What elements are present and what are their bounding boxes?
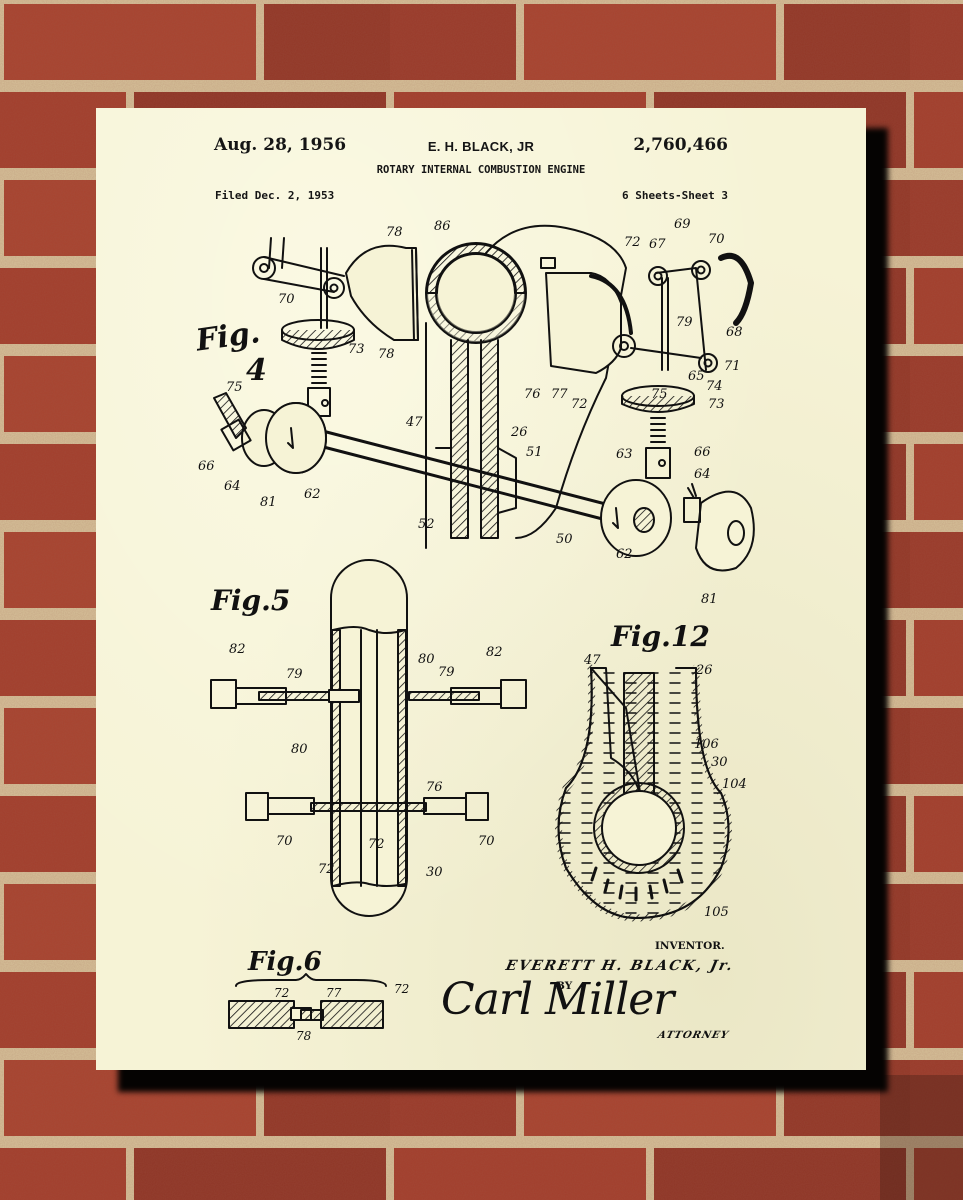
svg-text:30: 30 [711,755,728,770]
svg-text:80: 80 [291,742,308,757]
svg-text:64: 64 [224,479,241,494]
svg-text:81: 81 [701,592,718,607]
svg-text:79: 79 [438,665,455,680]
attorney-signature: Carl Miller [441,974,674,1025]
svg-text:70: 70 [708,232,725,247]
svg-text:72: 72 [318,862,335,877]
svg-text:70: 70 [278,292,295,307]
svg-text:71: 71 [724,359,741,374]
by-label: BY [556,980,573,992]
svg-text:47: 47 [583,653,601,668]
patent-date: Aug. 28, 1956 [214,135,347,155]
svg-text:76: 76 [426,780,443,795]
svg-text:76: 76 [524,387,541,402]
svg-text:47: 47 [405,415,423,430]
svg-text:26: 26 [510,425,528,440]
svg-text:26: 26 [695,663,713,678]
svg-text:80: 80 [418,652,435,667]
svg-text:78: 78 [378,347,395,362]
figure-4-drawing: Fig. 4 [193,217,755,607]
patent-title: ROTARY INTERNAL COMBUSTION ENGINE [376,164,586,176]
svg-text:75: 75 [651,387,668,402]
svg-text:77: 77 [326,986,342,1000]
svg-text:72: 72 [394,982,409,996]
svg-text:104: 104 [722,777,747,792]
fig-12-label: Fig.12 [610,620,710,653]
svg-text:78: 78 [296,1029,312,1043]
inventor-name: EVERETT H. BLACK, Jr. [504,958,736,974]
svg-text:82: 82 [229,642,246,657]
svg-text:68: 68 [726,325,743,340]
svg-text:66: 66 [198,459,215,474]
fig-6-label: Fig.6 [247,947,322,977]
figure-6-drawing: Fig.6 72 77 72 78 [228,947,409,1043]
figure-12-drawing: Fig.12 47 26 106 30 104 105 [555,620,747,922]
svg-text:50: 50 [556,532,573,547]
svg-text:70: 70 [478,834,495,849]
svg-text:74: 74 [706,379,723,394]
svg-text:66: 66 [694,445,711,460]
svg-text:62: 62 [616,547,633,562]
patent-number: 2,760,466 [633,135,728,155]
fig-5-label: Fig.5 [210,584,290,617]
svg-text:70: 70 [276,834,293,849]
svg-text:75: 75 [226,380,243,395]
filed-date: Filed Dec. 2, 1953 [215,189,335,202]
svg-text:72: 72 [274,986,289,1000]
svg-text:72: 72 [368,837,385,852]
svg-text:63: 63 [616,447,633,462]
svg-text:69: 69 [674,217,691,232]
attorney-label: ATTORNEY [656,1030,731,1041]
svg-text:72: 72 [624,235,641,250]
svg-text:64: 64 [694,467,711,482]
svg-text:72: 72 [571,397,588,412]
svg-text:4: 4 [246,353,267,388]
svg-text:82: 82 [486,645,503,660]
svg-text:62: 62 [304,487,321,502]
svg-text:65: 65 [688,369,705,384]
inventor-header: E. H. BLACK, JR [427,139,535,154]
svg-text:67: 67 [649,237,666,252]
svg-text:81: 81 [260,495,277,510]
svg-text:51: 51 [526,445,543,460]
svg-text:86: 86 [434,219,451,234]
svg-text:77: 77 [551,387,568,402]
svg-text:73: 73 [708,397,725,412]
svg-text:105: 105 [704,905,729,920]
sheet-count: 6 Sheets-Sheet 3 [622,189,728,202]
svg-text:73: 73 [348,342,365,357]
svg-text:106: 106 [694,737,719,752]
svg-text:78: 78 [386,225,403,240]
svg-text:52: 52 [418,517,435,532]
patent-poster: Aug. 28, 1956 E. H. BLACK, JR 2,760,466 … [96,108,866,1070]
svg-text:79: 79 [676,315,693,330]
svg-text:79: 79 [286,667,303,682]
inventor-label: INVENTOR. [655,940,725,952]
svg-text:30: 30 [426,865,443,880]
